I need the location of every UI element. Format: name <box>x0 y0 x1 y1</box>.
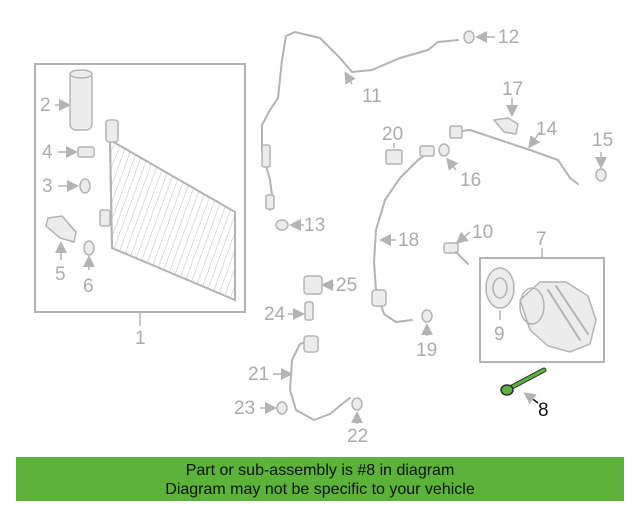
callout-16: 16 <box>460 170 481 191</box>
callout-25: 25 <box>336 275 357 296</box>
compressor <box>519 281 597 353</box>
callout-20: 20 <box>382 124 403 145</box>
callout-21: 21 <box>248 364 269 385</box>
condenser <box>99 119 236 302</box>
callout-11: 11 <box>362 86 382 107</box>
callout-8-leader <box>523 392 539 405</box>
callout-14: 14 <box>536 119 558 140</box>
callout-14-leader <box>528 131 541 149</box>
callout-9: 9 <box>494 324 505 345</box>
callout-23: 23 <box>234 398 255 419</box>
bolt-10 <box>443 242 469 265</box>
o-ring-13 <box>275 219 289 231</box>
highlight-banner: Part or sub-assembly is #8 in diagram Di… <box>16 457 624 501</box>
banner-line-2: Diagram may not be specific to your vehi… <box>165 481 475 498</box>
fitting-25 <box>303 275 323 295</box>
callout-11-leader <box>344 71 356 85</box>
receiver-drier <box>69 69 93 131</box>
fitting-20 <box>385 149 403 165</box>
o-ring-16 <box>438 143 450 157</box>
bracket <box>45 215 77 243</box>
clutch-pulley <box>485 267 515 309</box>
callout-2: 2 <box>40 95 51 116</box>
callout-22: 22 <box>347 426 368 447</box>
callout-19: 19 <box>416 340 437 361</box>
parts-diagram: 2 4 3 5 6 1 11 12 13 20 18 <box>34 27 613 447</box>
pipe-11 <box>261 31 459 211</box>
callout-7: 7 <box>536 229 547 250</box>
o-ring-3 <box>79 178 91 194</box>
valve-core-24 <box>304 301 314 321</box>
callout-8: 8 <box>538 400 549 421</box>
o-ring-6 <box>83 240 95 256</box>
o-ring-19 <box>421 309 433 323</box>
callout-12: 12 <box>498 27 519 48</box>
o-ring-22 <box>351 397 363 411</box>
callout-16-leader <box>446 157 459 171</box>
callout-4: 4 <box>42 142 53 163</box>
valve-17 <box>492 117 519 135</box>
hose-21 <box>289 335 351 421</box>
callout-17: 17 <box>502 79 523 100</box>
callout-24: 24 <box>264 304 286 325</box>
callout-10-leader <box>455 231 471 244</box>
o-ring-12 <box>463 30 475 44</box>
callout-10: 10 <box>472 222 493 243</box>
callout-3: 3 <box>42 176 53 197</box>
hose-18 <box>371 145 435 323</box>
cap <box>77 146 95 158</box>
callout-1: 1 <box>135 328 146 349</box>
callout-18: 18 <box>398 230 419 251</box>
o-ring-23 <box>276 401 288 415</box>
callout-6: 6 <box>83 276 94 297</box>
pipe-14 <box>449 125 579 185</box>
o-ring-15 <box>595 168 607 182</box>
callout-5: 5 <box>55 264 66 285</box>
bolt-8-highlighted[interactable] <box>500 367 547 396</box>
callout-15: 15 <box>592 130 613 151</box>
callout-13: 13 <box>304 215 325 236</box>
banner-line-1: Part or sub-assembly is #8 in diagram <box>185 462 455 479</box>
